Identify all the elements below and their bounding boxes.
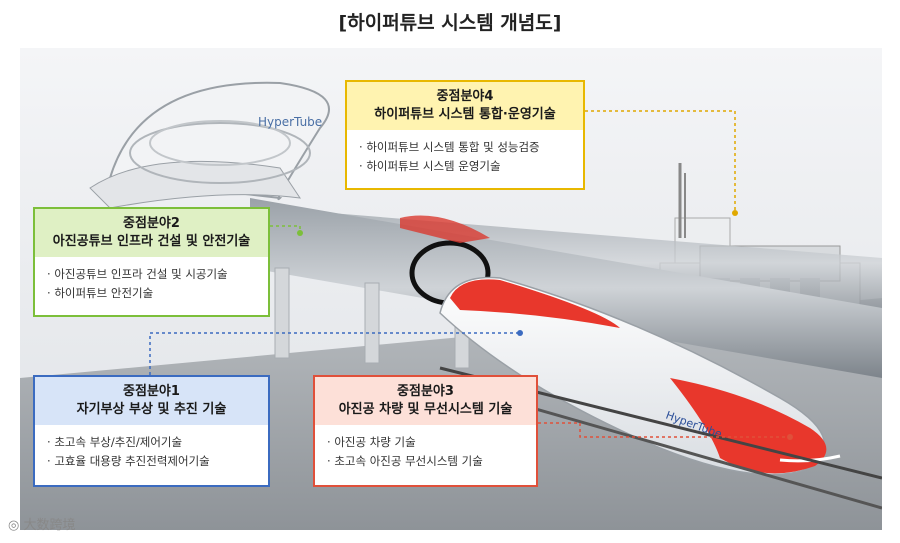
focus-area-2-box: 중점분야2 아진공튜브 인프라 건설 및 안전기술 아진공튜브 인프라 건설 및… xyxy=(33,207,270,317)
focus-area-3-subtitle: 아진공 차량 및 무선시스템 기술 xyxy=(338,402,513,417)
focus-area-1-subtitle: 자기부상 부상 및 추진 기술 xyxy=(76,402,227,417)
connector-dot xyxy=(517,330,523,336)
focus-area-1-label: 중점분야1 xyxy=(123,384,180,399)
focus-area-4-box: 중점분야4 하이퍼튜브 시스템 통합·운영기술 하이퍼튜브 시스템 통합 및 성… xyxy=(345,80,585,190)
focus-area-3-label: 중점분야3 xyxy=(397,384,454,399)
distant-pod xyxy=(400,215,490,243)
focus-area-2-item: 하이퍼튜브 안전기술 xyxy=(47,284,256,303)
focus-area-1-item: 초고속 부상/추진/제어기술 xyxy=(47,433,256,452)
focus-area-2-items: 아진공튜브 인프라 건설 및 시공기술 하이퍼튜브 안전기술 xyxy=(35,257,268,311)
connector-dot xyxy=(297,230,303,236)
watermark-text: 大数跨境 xyxy=(23,518,76,533)
focus-area-1-items: 초고속 부상/추진/제어기술 고효율 대용량 추진전력제어기술 xyxy=(35,425,268,479)
focus-area-4-label: 중점분야4 xyxy=(436,89,494,104)
hypertube-pod: HyperTube xyxy=(439,276,841,476)
connector-dot xyxy=(732,210,738,216)
focus-area-1-header: 중점분야1 자기부상 부상 및 추진 기술 xyxy=(35,377,268,425)
focus-area-4-header: 중점분야4 하이퍼튜브 시스템 통합·운영기술 xyxy=(347,82,583,130)
connector-lines xyxy=(149,110,790,438)
focus-area-4-items: 하이퍼튜브 시스템 통합 및 성능검증 하이퍼튜브 시스템 운영기술 xyxy=(347,130,583,184)
watermark-icon: ◎ xyxy=(8,518,24,533)
focus-area-3-box: 중점분야3 아진공 차량 및 무선시스템 기술 아진공 차량 기술 초고속 아진… xyxy=(313,375,538,487)
focus-area-3-header: 중점분야3 아진공 차량 및 무선시스템 기술 xyxy=(315,377,536,425)
focus-area-3-item: 초고속 아진공 무선시스템 기술 xyxy=(327,452,524,471)
focus-area-4-item: 하이퍼튜브 시스템 운영기술 xyxy=(359,157,571,176)
focus-area-3-item: 아진공 차량 기술 xyxy=(327,433,524,452)
main-tube xyxy=(250,198,882,378)
focus-area-1-item: 고효율 대용량 추진전력제어기술 xyxy=(47,452,256,471)
focus-area-4-subtitle: 하이퍼튜브 시스템 통합·운영기술 xyxy=(374,107,556,122)
focus-area-3-items: 아진공 차량 기술 초고속 아진공 무선시스템 기술 xyxy=(315,425,536,479)
focus-area-2-header: 중점분야2 아진공튜브 인프라 건설 및 안전기술 xyxy=(35,209,268,257)
diagram-title: [하이퍼튜브 시스템 개념도] xyxy=(338,12,562,34)
focus-area-4-item: 하이퍼튜브 시스템 통합 및 성능검증 xyxy=(359,138,571,157)
station-logo: HyperTube xyxy=(258,115,322,129)
connector-dot xyxy=(787,434,793,440)
watermark: ◎ 大数跨境 xyxy=(8,514,76,533)
focus-area-2-subtitle: 아진공튜브 인프라 건설 및 안전기술 xyxy=(52,234,251,249)
focus-area-2-label: 중점분야2 xyxy=(123,216,180,231)
focus-area-2-item: 아진공튜브 인프라 건설 및 시공기술 xyxy=(47,265,256,284)
hypertube-station: HyperTube xyxy=(89,81,330,209)
focus-area-1-box: 중점분야1 자기부상 부상 및 추진 기술 초고속 부상/추진/제어기술 고효율… xyxy=(33,375,270,487)
